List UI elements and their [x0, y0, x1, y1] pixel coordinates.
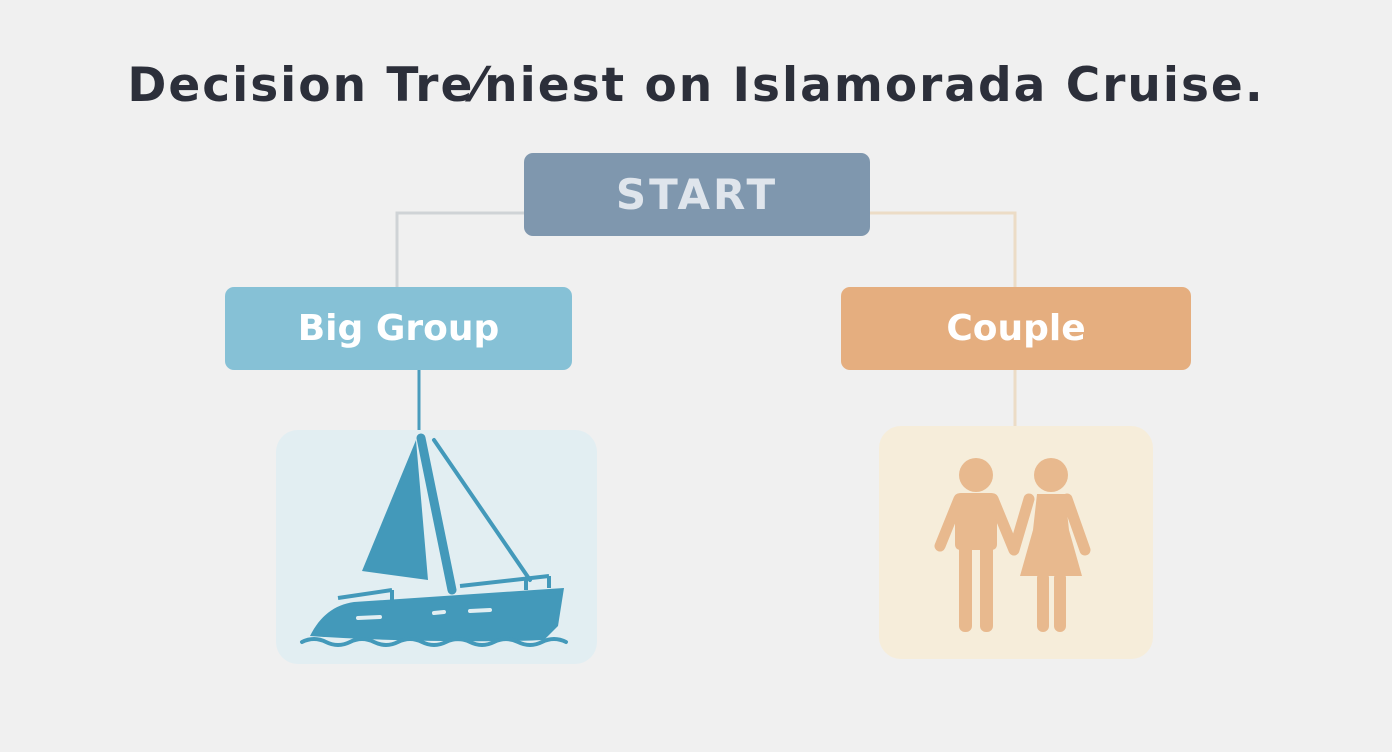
big-group-node: Big Group: [225, 287, 572, 370]
sailboat-icon: [300, 433, 568, 647]
connector-start-to-couple: [870, 211, 1017, 287]
couple-icon: [934, 458, 1091, 632]
start-node: START: [524, 153, 870, 236]
couple-node: Couple: [841, 287, 1191, 370]
big-group-icon-card: [276, 430, 597, 664]
diagram-title: Decision Tre⁄niest on Islamorada Cruise.: [127, 58, 1265, 113]
couple-icon-card: [879, 426, 1153, 659]
connector-start-to-big-group: [395, 211, 524, 287]
